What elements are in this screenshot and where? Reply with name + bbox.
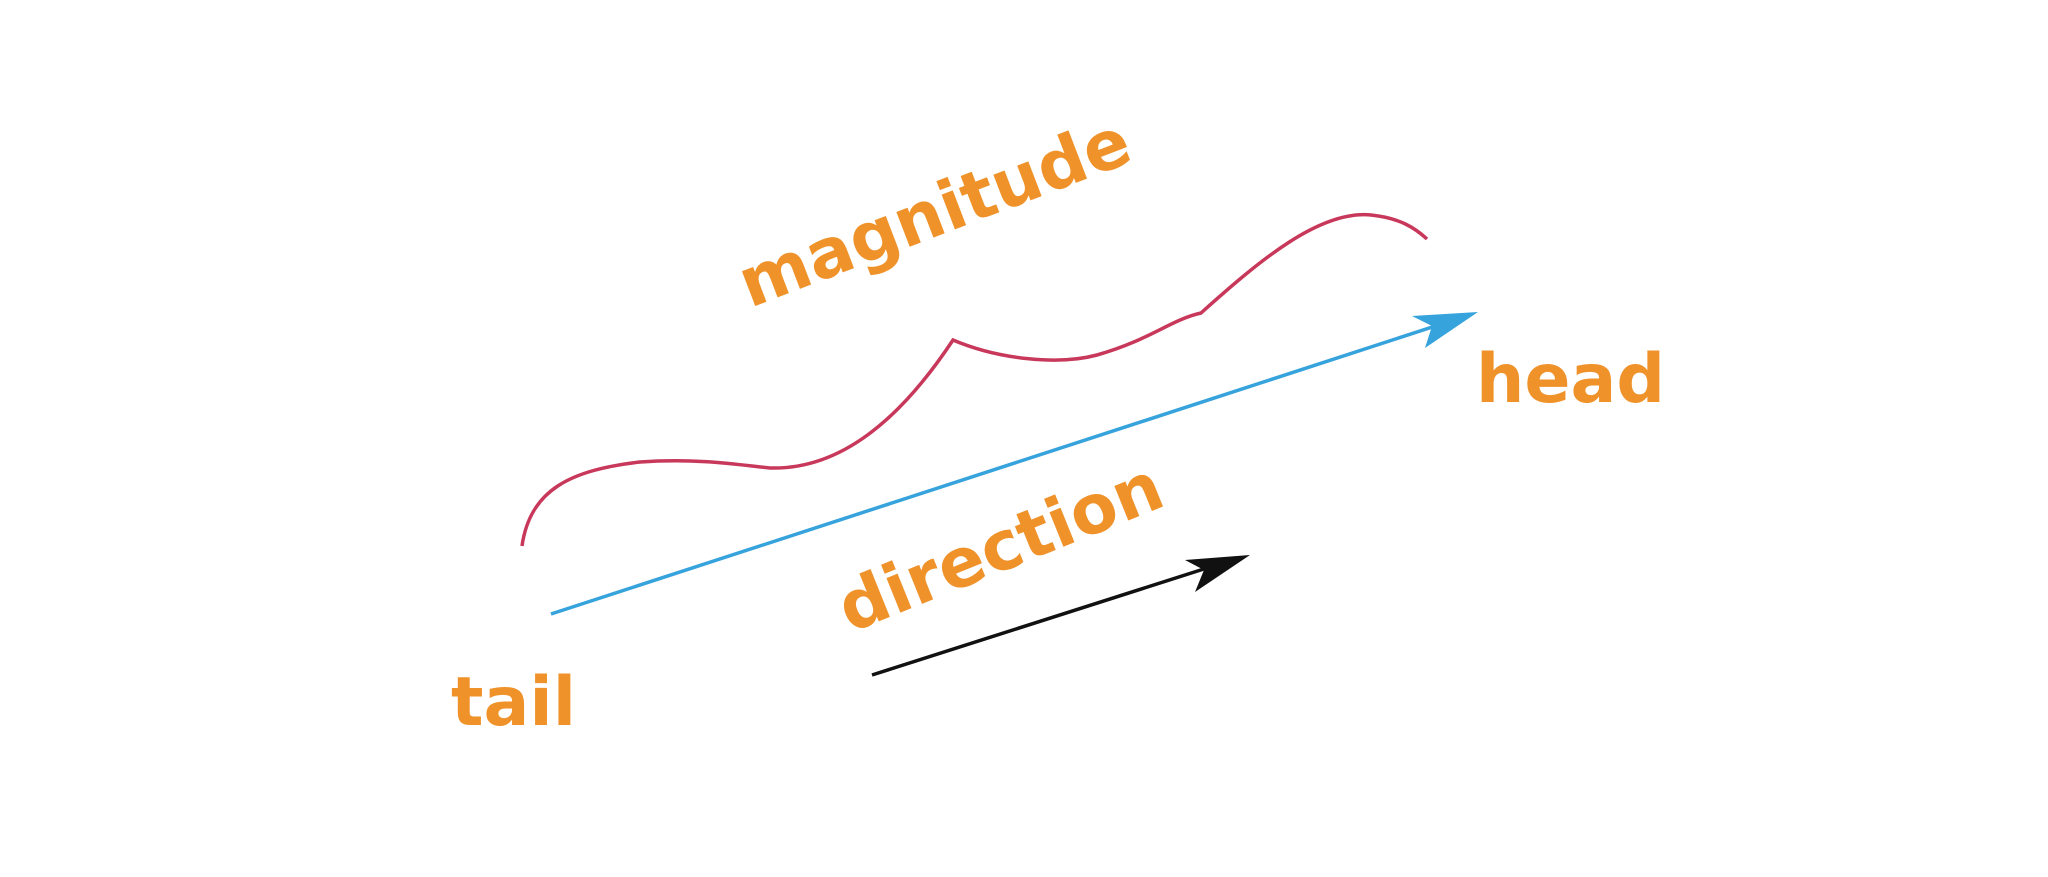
head-label: head (1476, 340, 1665, 419)
vector-arrow-line (550, 316, 1461, 616)
magnitude-curve (520, 212, 1429, 547)
magnitude-label: magnitude (728, 102, 1142, 324)
tail-label: tail (451, 663, 576, 742)
direction-arrow-line (871, 558, 1233, 677)
direction-arrowhead (1185, 555, 1250, 592)
direction-label: direction (827, 447, 1175, 649)
vector-arrowhead (1412, 312, 1478, 348)
